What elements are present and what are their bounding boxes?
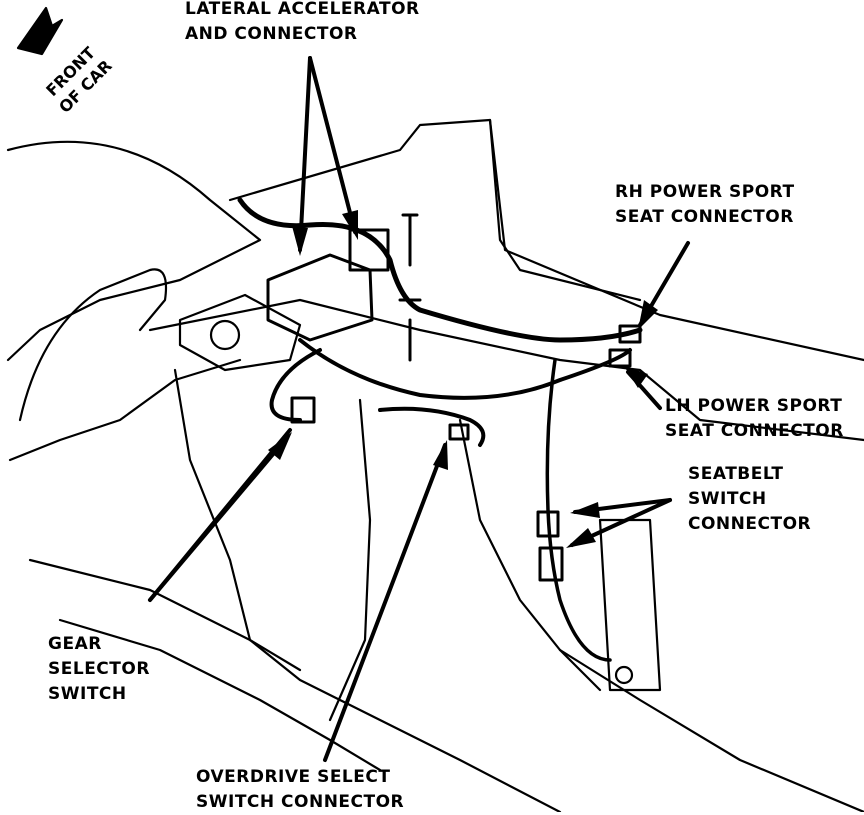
lh-seat-connector [608, 348, 632, 368]
label-line: LH POWER SPORT [665, 396, 843, 416]
label-line: SEAT CONNECTOR [615, 207, 794, 227]
arrowhead-gear [268, 432, 292, 460]
seatbelt-connector-upper [536, 510, 560, 538]
label-lh-power-sport: LH POWER SPORT SEAT CONNECTOR [665, 394, 844, 444]
floor-right [558, 648, 864, 812]
mount-bolt [398, 213, 422, 362]
tunnel-right [488, 118, 864, 362]
accel-connector [348, 228, 390, 272]
overdrive-connector [448, 423, 470, 441]
label-line: SEATBELT [688, 464, 784, 484]
gear-selector-connector [290, 396, 316, 424]
arrowhead-rh-seat [638, 300, 658, 330]
label-line: LATERAL ACCELERATOR [185, 0, 420, 19]
label-lateral-accelerator: LATERAL ACCELERATOR AND CONNECTOR [185, 0, 420, 47]
arrowhead-seatbelt-1 [570, 502, 600, 518]
label-line: SEAT CONNECTOR [665, 421, 844, 441]
arrowhead-lateral-2 [342, 210, 358, 240]
label-line: SWITCH [688, 489, 767, 509]
lateral-accelerator-body [266, 253, 374, 342]
console-top [148, 298, 864, 442]
arrow-lateral-1 [298, 56, 312, 252]
seatbelt-connector-lower [538, 546, 564, 582]
label-line: CONNECTOR [688, 514, 812, 534]
front-arrow-icon [16, 6, 64, 56]
label-line: AND CONNECTOR [185, 24, 358, 44]
label-line: SWITCH [48, 684, 127, 704]
label-overdrive-select: OVERDRIVE SELECT SWITCH CONNECTOR [196, 765, 404, 815]
arrow-gear-2 [148, 428, 292, 602]
floor-front [28, 558, 562, 812]
bracket-bolt [614, 665, 634, 685]
arrowhead-lateral-1 [292, 226, 308, 256]
seat-frame-left [18, 268, 168, 422]
console-side-left [173, 368, 302, 672]
wire-harness-lower [298, 338, 632, 400]
label-line: SWITCH CONNECTOR [196, 792, 405, 812]
label-line: RH POWER SPORT [615, 182, 795, 202]
label-seatbelt-switch: SEATBELT SWITCH CONNECTOR [688, 462, 811, 537]
console-side-mid [328, 398, 372, 722]
floor-lower-left [8, 358, 242, 462]
console-side-right [458, 418, 602, 692]
wire-to-gear [269, 348, 322, 422]
arrowhead-seatbelt-2 [566, 528, 596, 548]
label-line: SELECTOR [48, 659, 150, 679]
label-line: OVERDRIVE SELECT [196, 767, 391, 787]
arrow-lateral-2 [308, 56, 357, 234]
arrowhead-lh-seat [624, 366, 648, 388]
plate-hole [209, 319, 241, 351]
arrowhead-overdrive [433, 440, 448, 470]
tunnel-top [228, 118, 642, 302]
label-gear-selector: GEAR SELECTOR SWITCH [48, 632, 150, 707]
wire-to-seatbelt [545, 358, 612, 662]
arrow-overdrive [323, 443, 447, 762]
rh-seat-connector [618, 324, 642, 344]
label-line: GEAR [48, 634, 102, 654]
floor-front-2 [58, 618, 382, 772]
wire-to-overdrive [378, 406, 486, 447]
lateral-accelerator-plate [178, 293, 302, 372]
label-rh-power-sport: RH POWER SPORT SEAT CONNECTOR [615, 180, 795, 230]
seatbelt-bracket [598, 518, 662, 692]
floor-outline-left [6, 140, 262, 362]
